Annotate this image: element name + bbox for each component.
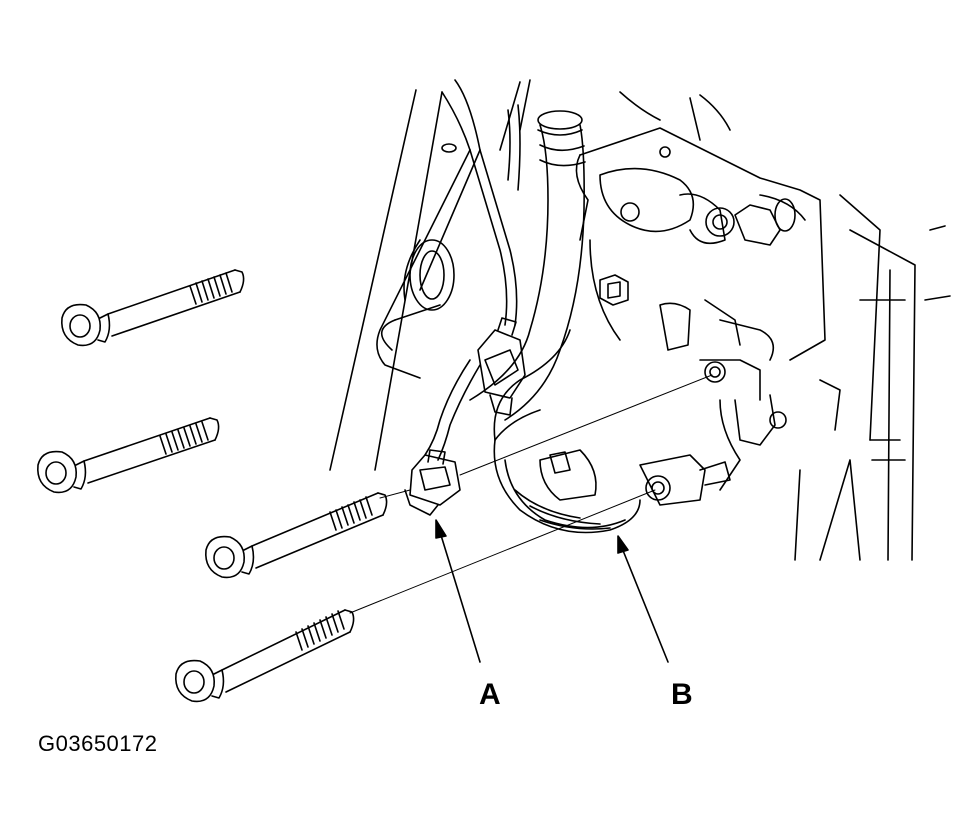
bolt-1 [62, 270, 244, 345]
clutch-connector [405, 450, 460, 515]
bolt-2 [38, 418, 219, 492]
callout-label-b: B [671, 678, 693, 711]
wire-harness [425, 150, 517, 460]
inlet-elbow [382, 240, 454, 350]
callout-arrows [436, 520, 668, 662]
connector-icon [478, 318, 525, 415]
callout-label-a: A [479, 678, 501, 711]
engine-frame [330, 80, 950, 560]
compressor-body [494, 128, 825, 505]
refrigerant-hose [470, 105, 585, 420]
figure-id-label: G03650172 [38, 731, 158, 756]
bolt-3 [206, 493, 387, 577]
bolt-4 [176, 610, 354, 701]
bolt-icon [38, 270, 387, 701]
